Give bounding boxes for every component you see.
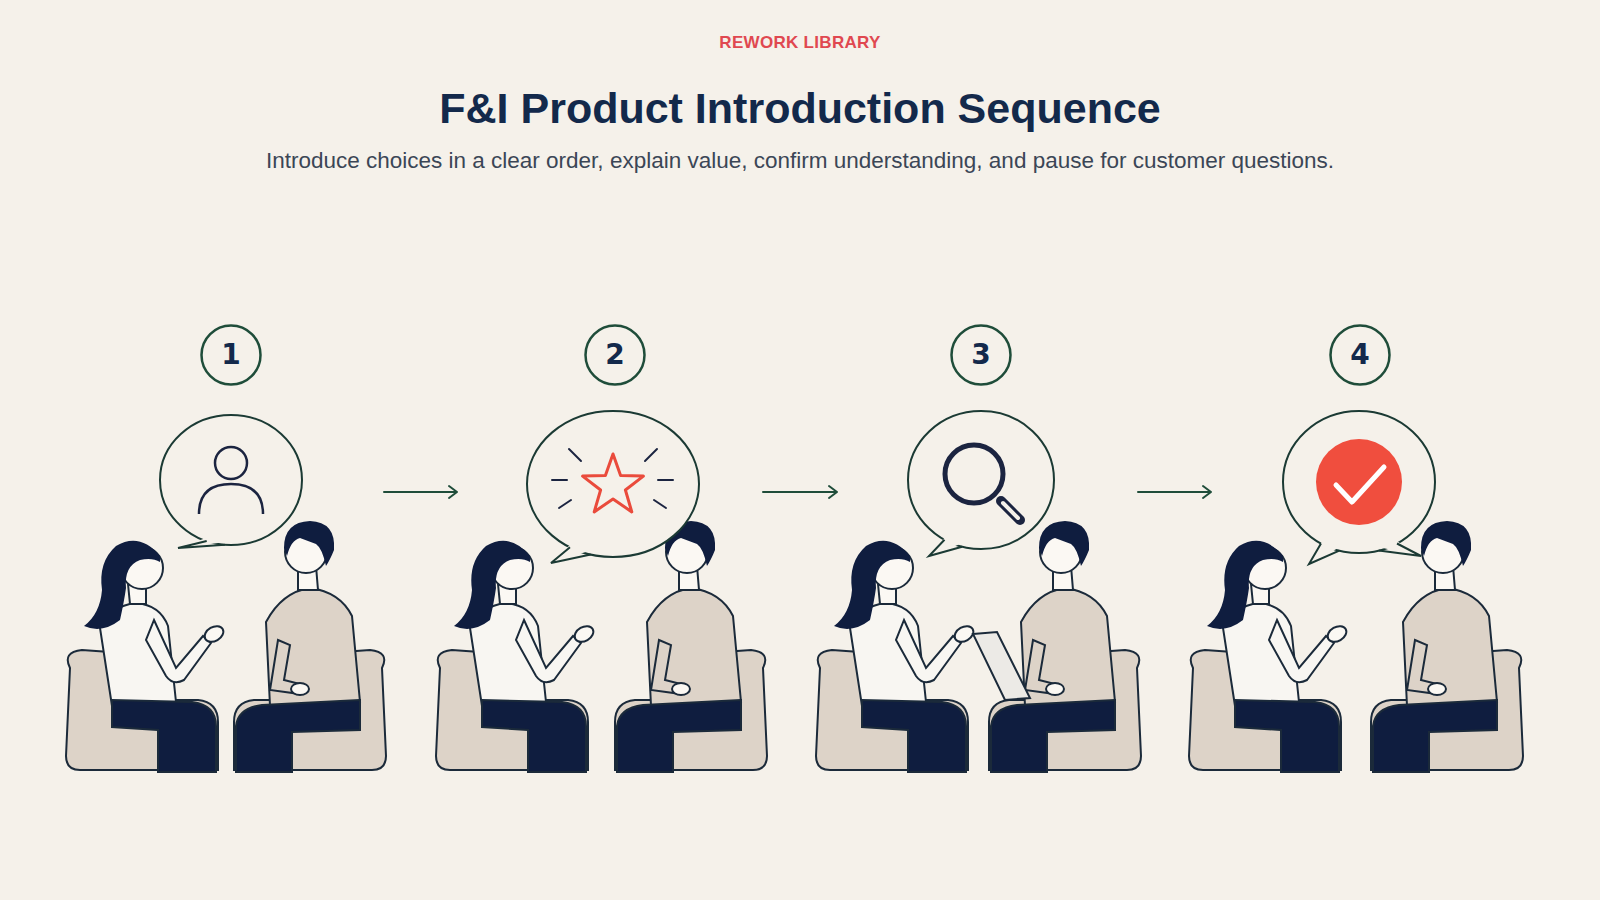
scene-3 — [816, 521, 1141, 772]
woman-figure — [816, 541, 976, 772]
bubble-outline — [1283, 411, 1435, 553]
star-icon — [552, 449, 673, 512]
check-disc — [1316, 439, 1402, 525]
magnifier-handle-inner — [1003, 503, 1018, 518]
check-mark — [1336, 467, 1384, 502]
speech-bubble — [527, 411, 699, 563]
speech-bubble — [160, 415, 302, 548]
magnifier-handle — [1001, 501, 1020, 520]
bubble-tail-fill — [1309, 540, 1340, 564]
scene-4 — [1189, 521, 1523, 772]
man-figure — [615, 521, 767, 772]
bubble-outline — [527, 411, 699, 557]
person-head — [215, 447, 247, 479]
diagram-subtitle: Introduce choices in a clear order, expl… — [250, 145, 1350, 177]
tablet — [973, 632, 1030, 700]
bubble-tail — [1309, 544, 1339, 565]
bubble-tail-fill — [178, 538, 226, 548]
man-figure — [234, 521, 386, 772]
arrow-line — [763, 486, 837, 498]
check-icon — [1316, 439, 1402, 525]
step-number-circle: 1 — [200, 324, 262, 386]
circle-outline — [202, 326, 261, 385]
step-number: 1 — [221, 341, 240, 369]
circle-outline — [952, 326, 1011, 385]
circle-outline — [1331, 326, 1390, 385]
star — [583, 454, 644, 512]
bubble-tail — [929, 540, 962, 556]
person-icon — [199, 447, 263, 514]
bubble-tail-fill — [1378, 540, 1421, 556]
step-number: 3 — [971, 341, 990, 369]
ray — [658, 479, 673, 481]
step-number-circle: 4 — [1329, 324, 1391, 386]
ray — [654, 500, 666, 508]
person-shoulders — [199, 484, 263, 514]
ray — [552, 479, 567, 481]
circle-outline — [586, 326, 645, 385]
scene-2 — [436, 521, 767, 772]
bubble-tail — [551, 547, 591, 563]
speech-bubble — [908, 411, 1054, 556]
bubble-outline — [160, 415, 302, 545]
flow-arrow — [384, 486, 1211, 498]
arrow-line — [384, 486, 457, 498]
ray — [645, 449, 657, 461]
woman-figure — [66, 541, 226, 772]
diagram-title: F&I Product Introduction Sequence — [0, 82, 1600, 134]
woman-figure — [1189, 541, 1349, 772]
man-figure — [1371, 521, 1523, 772]
ray — [559, 500, 571, 508]
magnifier-lens — [945, 445, 1003, 503]
arrow-line — [1138, 486, 1211, 498]
bubble-tail — [178, 541, 225, 548]
bubble-tail — [1379, 544, 1421, 557]
header-label: REWORK LIBRARY — [0, 33, 1600, 53]
star-rays — [552, 449, 673, 508]
speech-bubble — [1283, 411, 1435, 564]
scene-1 — [66, 521, 386, 772]
man-figure — [989, 521, 1141, 772]
bubble-tail-fill — [929, 536, 963, 556]
step-number: 4 — [1350, 341, 1369, 369]
bubble-tail-fill — [551, 543, 592, 563]
step-number-circle: 3 — [950, 324, 1012, 386]
step-number-circle: 2 — [584, 324, 646, 386]
step-number: 2 — [605, 341, 624, 369]
bubble-outline — [908, 411, 1054, 549]
woman-figure — [436, 541, 596, 772]
ray — [569, 449, 581, 461]
magnifier-icon — [945, 445, 1020, 520]
